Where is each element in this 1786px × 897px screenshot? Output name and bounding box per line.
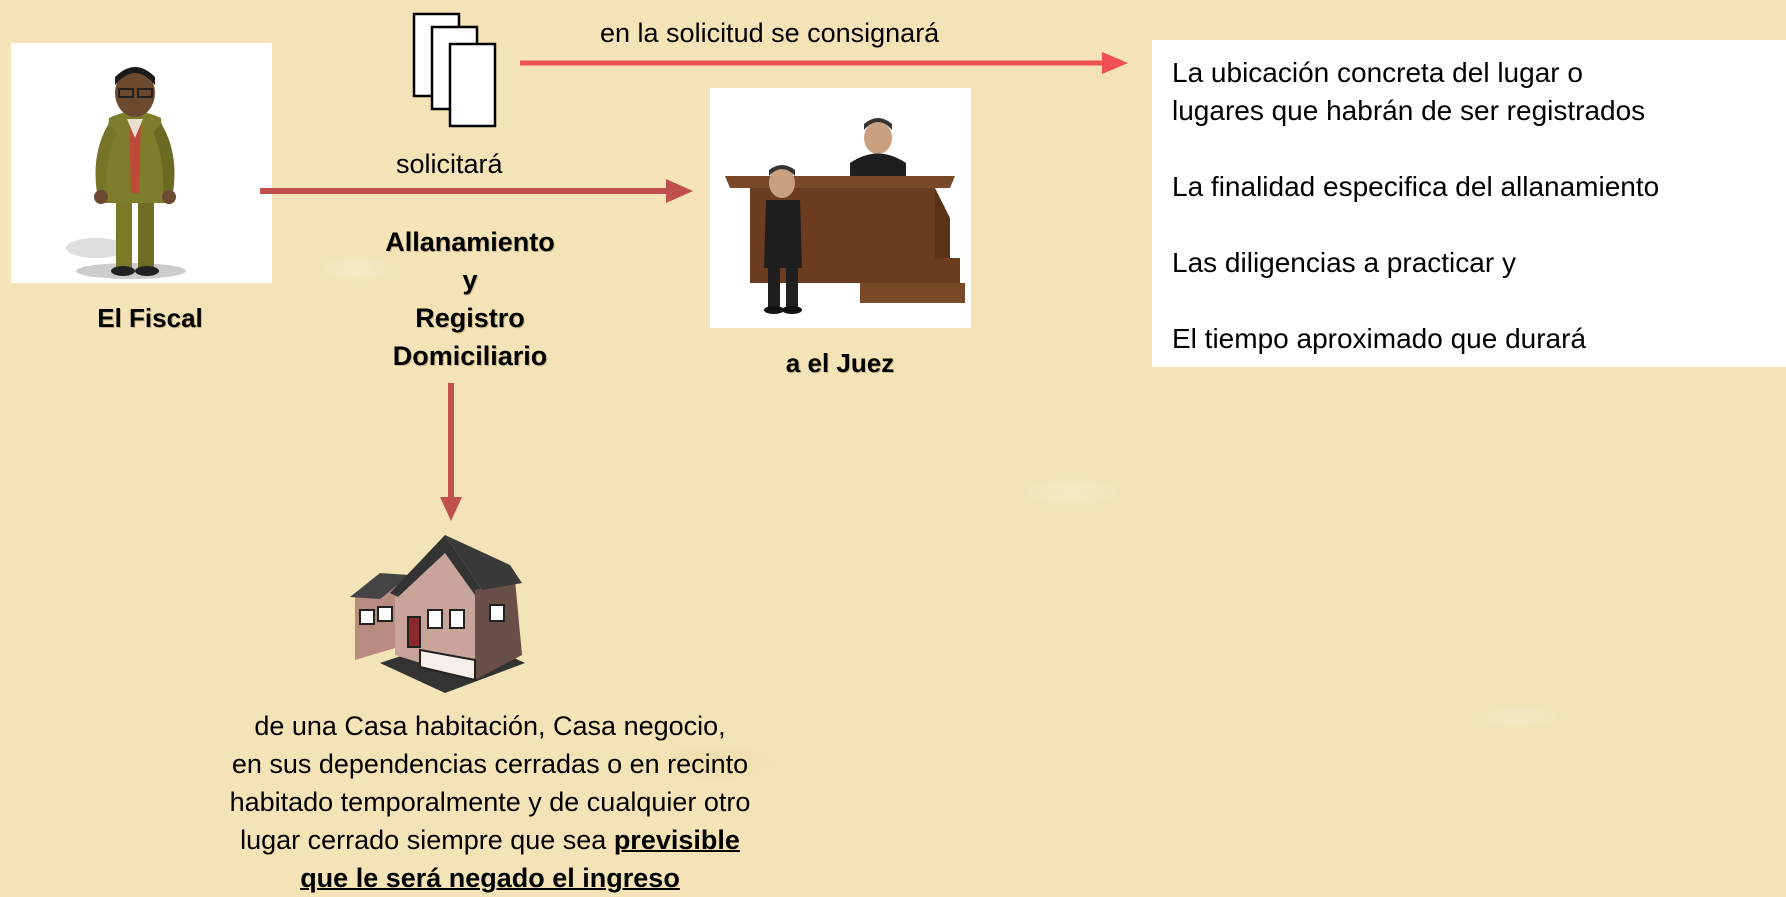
place-line-5: que le será negado el ingreso bbox=[150, 859, 830, 897]
requirement-item-4: Las diligencias a practicar y bbox=[1172, 247, 1516, 278]
fiscal-picture bbox=[11, 43, 272, 283]
action-line-2: y bbox=[462, 265, 478, 295]
house-icon bbox=[350, 535, 525, 693]
prosecutor-figure bbox=[66, 67, 186, 279]
juez-picture bbox=[710, 88, 971, 328]
solicitara-arrow bbox=[260, 179, 693, 203]
place-line-4-emphasis: previsible bbox=[613, 825, 740, 855]
down-arrow bbox=[440, 383, 462, 521]
requirement-item-2: lugares que habrán de ser registrados bbox=[1172, 95, 1646, 126]
consignara-label: en la solicitud se consignará bbox=[600, 18, 940, 48]
judge-bench-figure bbox=[725, 118, 965, 314]
action-line-3: Registro bbox=[415, 303, 525, 333]
place-line-4: lugar cerrado siempre que sea previsible bbox=[150, 821, 830, 859]
place-description: de una Casa habitación, Casa negocio, en… bbox=[150, 707, 830, 897]
place-line-4-plain: lugar cerrado siempre que sea bbox=[240, 825, 614, 855]
requirement-item-3: La finalidad especifica del allanamiento bbox=[1172, 171, 1660, 202]
place-line-2: en sus dependencias cerradas o en recint… bbox=[231, 749, 749, 779]
juez-label: a el Juez bbox=[785, 348, 895, 378]
requirement-item-5: El tiempo aproximado que durará bbox=[1172, 323, 1587, 354]
place-line-5-emphasis: que le será negado el ingreso bbox=[300, 863, 680, 893]
requirements-box: La ubicación concreta del lugar o lugare… bbox=[1152, 40, 1786, 367]
document-stack-icon bbox=[412, 12, 497, 128]
place-line-1: de una Casa habitación, Casa negocio, bbox=[254, 711, 726, 741]
place-line-3: habitado temporalmente y de cualquier ot… bbox=[229, 787, 751, 817]
action-line-4: Domiciliario bbox=[392, 341, 548, 371]
solicitara-label: solicitará bbox=[396, 149, 503, 179]
fiscal-label: El Fiscal bbox=[97, 303, 203, 333]
action-line-1: Allanamiento bbox=[385, 227, 555, 257]
action-title: Allanamiento y Registro Domiciliario bbox=[340, 223, 600, 375]
consignara-arrow bbox=[520, 52, 1128, 74]
requirement-item-1: La ubicación concreta del lugar o bbox=[1172, 57, 1583, 88]
